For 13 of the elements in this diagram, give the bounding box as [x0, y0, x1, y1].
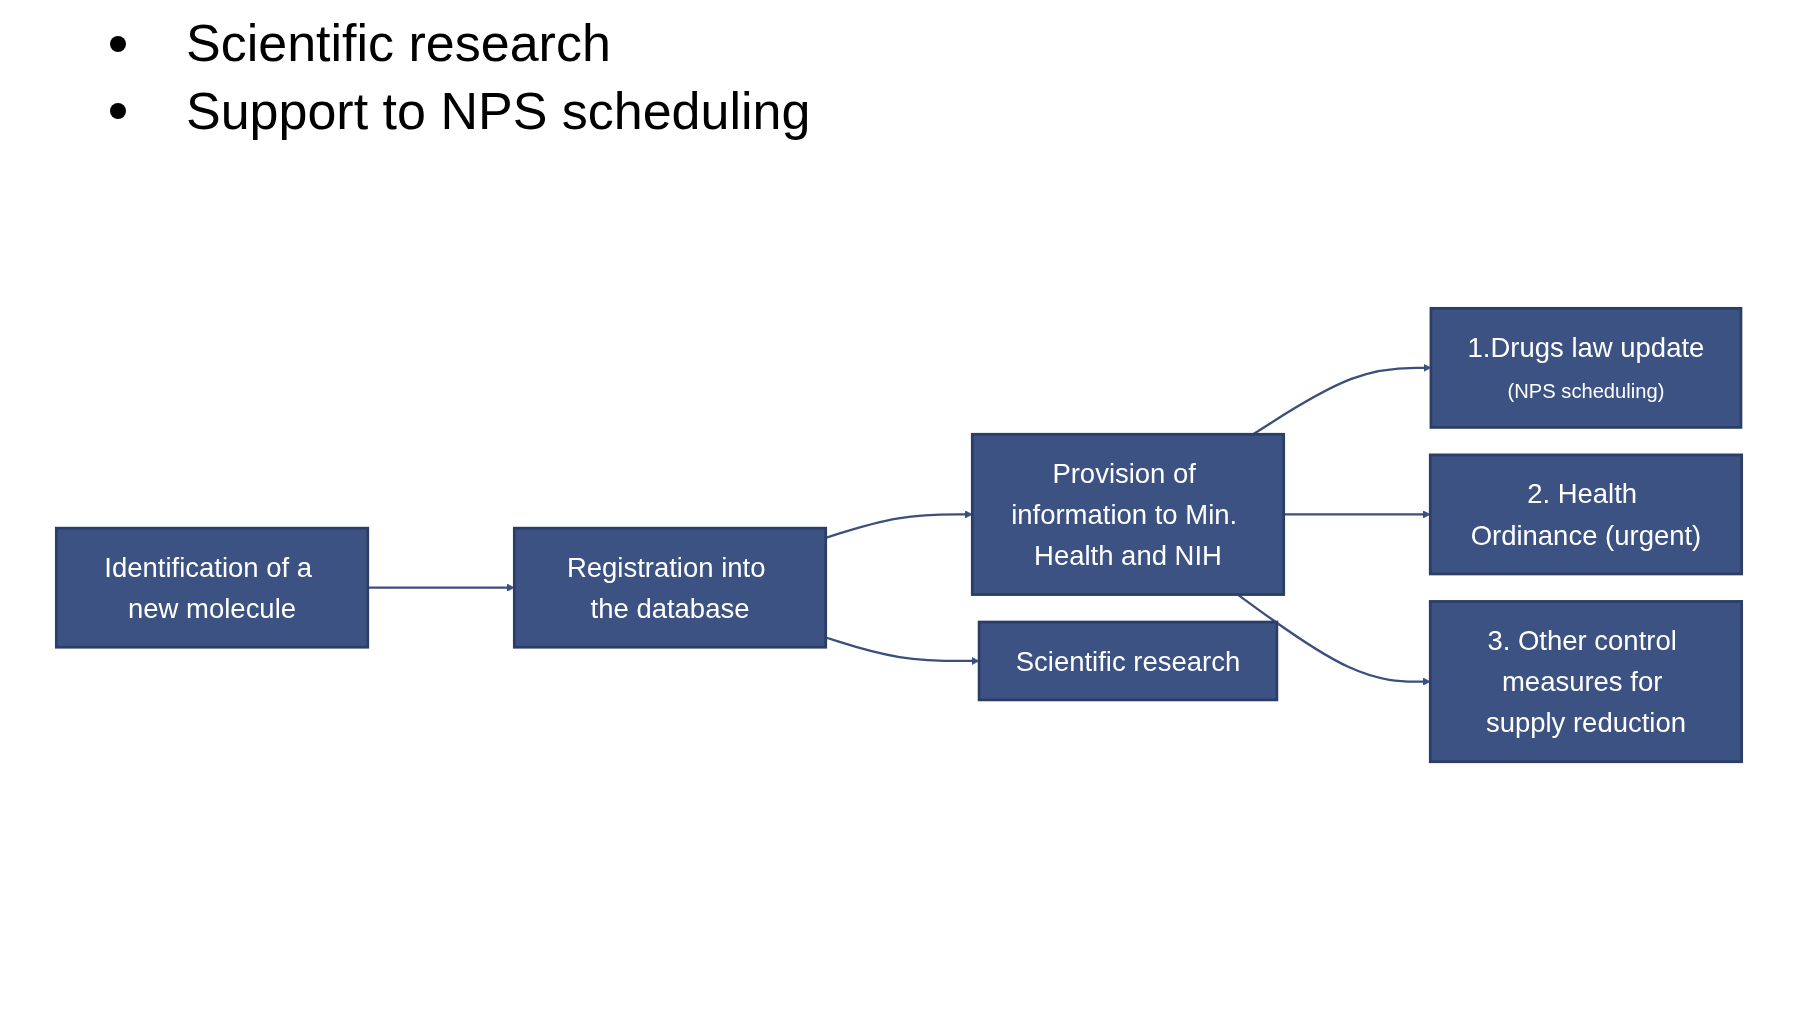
node-box: Registration into the database [512, 526, 828, 649]
bullet-text: Scientific research [186, 13, 611, 74]
node-box: 1.Drugs law update (NPS scheduling) [1429, 307, 1743, 429]
node-box: Provision of information to Min. Health and NIH [970, 433, 1286, 597]
bullet-text: Support to NPS scheduling [186, 80, 811, 142]
arrow [367, 583, 515, 592]
node-box: Identification of a new molecule [54, 526, 370, 649]
node-box: 3. Other control measures for supply reduction [1428, 600, 1744, 764]
arrow [1283, 510, 1431, 519]
arrow [825, 636, 980, 666]
node-box: 2. Health Ordinance (urgent) [1428, 453, 1744, 576]
arrow [825, 510, 973, 540]
node-box: Scientific research [977, 620, 1279, 702]
